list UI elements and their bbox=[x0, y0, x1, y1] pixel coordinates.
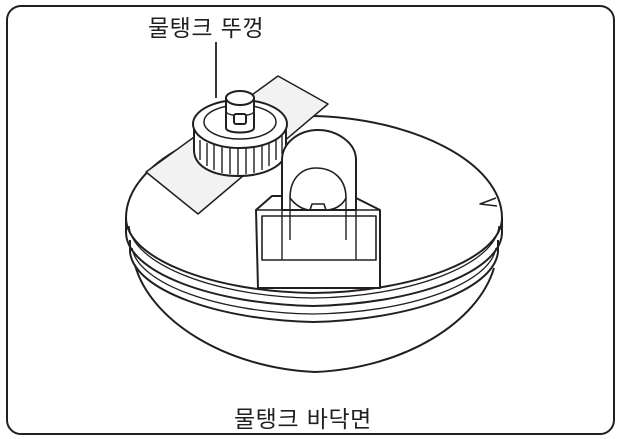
cap-label: 물탱크 뚜껑 bbox=[148, 16, 265, 42]
tank-rim-lower-inner bbox=[131, 247, 497, 315]
cap-valve-top bbox=[225, 90, 255, 106]
tank-rim-band-inner bbox=[128, 225, 500, 299]
tank-dome bbox=[134, 264, 495, 373]
tank-cap bbox=[192, 90, 288, 177]
cap-knurl bbox=[199, 136, 283, 175]
tank-rim-band bbox=[125, 218, 503, 307]
handle-side-left bbox=[281, 198, 357, 260]
handle-arch bbox=[281, 129, 357, 211]
tank-handle bbox=[255, 129, 381, 289]
tank-rim-lower bbox=[129, 240, 499, 323]
cap-valve-nub bbox=[233, 113, 247, 125]
handle-hook bbox=[289, 197, 347, 211]
handle-arch-inner bbox=[289, 167, 347, 199]
bottom-label: 물탱크 바닥면 bbox=[228, 409, 378, 432]
tank-notch bbox=[479, 197, 498, 207]
handle-frame-inner bbox=[261, 215, 377, 261]
